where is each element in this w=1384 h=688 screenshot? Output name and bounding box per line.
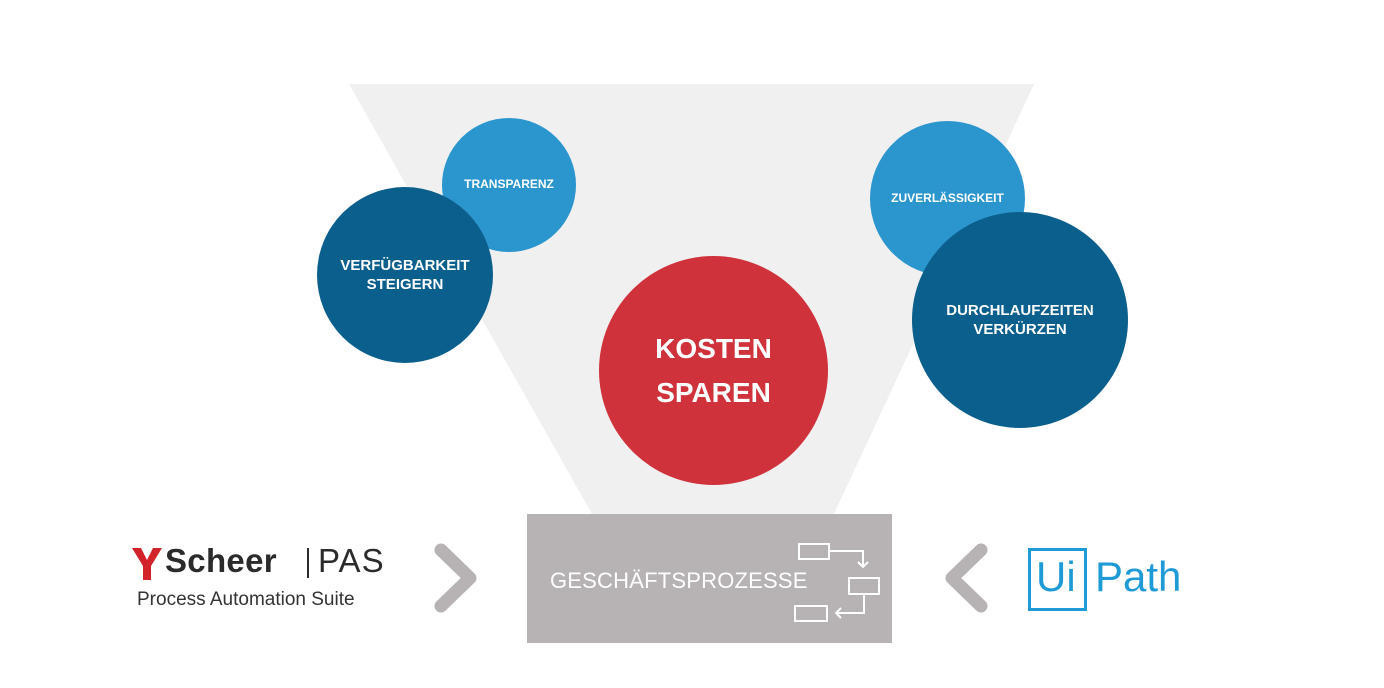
scheer-pas-logo: Scheer PAS Process Automation Suite	[132, 542, 397, 614]
durchlaufzeiten-circle: DURCHLAUFZEITEN VERKÜRZEN	[912, 212, 1128, 428]
geschaeftsprozesse-label: GESCHÄFTSPROZESSE	[550, 568, 808, 593]
scheer-name: Scheer	[165, 542, 277, 579]
verfuegbarkeit-label: VERFÜGBARKEIT STEIGERN	[340, 256, 470, 294]
uipath-ui-box	[1028, 548, 1087, 611]
logo-separator	[307, 548, 309, 578]
verfuegbarkeit-circle: VERFÜGBARKEIT STEIGERN	[317, 187, 493, 363]
kosten-sparen-label: KOSTEN SPAREN	[655, 333, 772, 408]
scheer-logo-mark-icon	[132, 548, 162, 580]
chevron-right-icon	[434, 543, 477, 613]
geschaeftsprozesse-box: GESCHÄFTSPROZESSE	[527, 514, 892, 643]
uipath-ui-text: Ui	[1036, 553, 1076, 600]
scheer-subtitle: Process Automation Suite	[137, 589, 355, 610]
process-flow-icon	[794, 543, 880, 622]
scheer-product-name: PAS	[318, 542, 385, 579]
uipath-path-text: Path	[1095, 553, 1182, 600]
kosten-sparen-circle: KOSTEN SPAREN	[599, 256, 828, 485]
chevron-left-icon	[945, 543, 988, 613]
zuverlaessigkeit-label: ZUVERLÄSSIGKEIT	[891, 190, 1004, 205]
durchlaufzeiten-label: DURCHLAUFZEITEN VERKÜRZEN	[946, 301, 1094, 339]
transparenz-label: TRANSPARENZ	[464, 177, 554, 192]
uipath-logo: Ui Path	[1028, 548, 1218, 618]
